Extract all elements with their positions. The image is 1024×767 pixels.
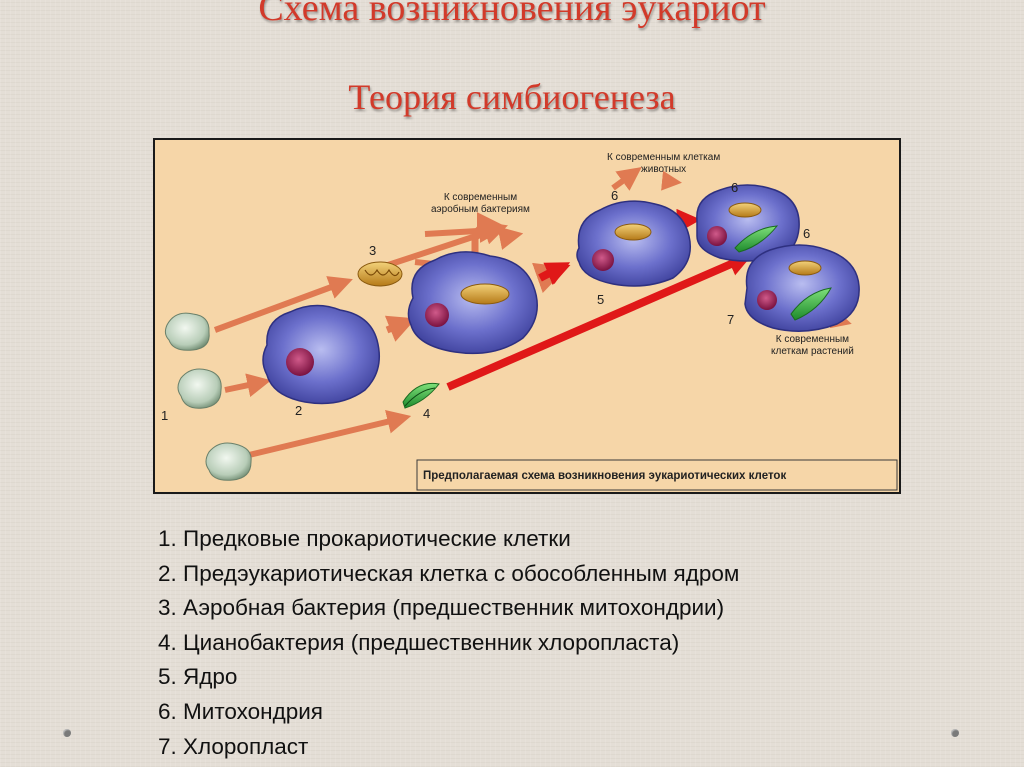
pre-eukaryotic-cell (262, 304, 380, 405)
cell-with-chloroplast (696, 184, 800, 262)
label-num-6a: 6 (611, 188, 619, 203)
label-num-1: 1 (161, 408, 169, 423)
slide-title: Схема возникновения эукариот (258, 0, 766, 29)
caption-frame (416, 459, 898, 491)
label-num-5: 5 (597, 292, 605, 307)
label-num-6c: 6 (803, 226, 811, 241)
decorative-dot-left (63, 729, 71, 737)
figure-caption: Предполагаемая схема возникновения эукар… (423, 470, 787, 482)
legend-item: 7. Хлоропласт (158, 733, 309, 759)
label-num-6b: 6 (731, 180, 739, 195)
legend-item: 1. Предковые прокариотические клетки (158, 526, 571, 551)
legend-item: 3. Аэробная бактерия (предшественник мит… (158, 595, 725, 621)
animal-cell (576, 200, 691, 287)
legend-item: 2. Предэукариотическая клетка с обособле… (158, 560, 740, 586)
arrow-to-host (384, 315, 417, 342)
legend-list: 1. Предковые прокариотические клетки 2. … (158, 522, 739, 764)
decorative-dot-right (951, 729, 959, 737)
legend-item: 5. Ядро (158, 664, 238, 690)
label-num-2: 2 (295, 403, 303, 418)
host-cell-with-mitochondrion (407, 251, 538, 355)
label-num-4: 4 (423, 406, 431, 421)
slide-subtitle: Теория симбиогенеза (348, 77, 676, 117)
diagram-drawing (164, 167, 898, 491)
arrow-host-to-animal (538, 262, 571, 285)
aerobic-bacterium (357, 261, 403, 287)
label-num-3: 3 (369, 243, 377, 258)
cyanobacterium (402, 382, 440, 409)
prokaryote-cells (164, 312, 252, 481)
label-num-7: 7 (727, 312, 735, 327)
plant-cell (744, 244, 860, 332)
legend-item: 4. Цианобактерия (предшественник хлоропл… (158, 629, 680, 655)
legend-item: 6. Митохондрия (158, 698, 323, 724)
